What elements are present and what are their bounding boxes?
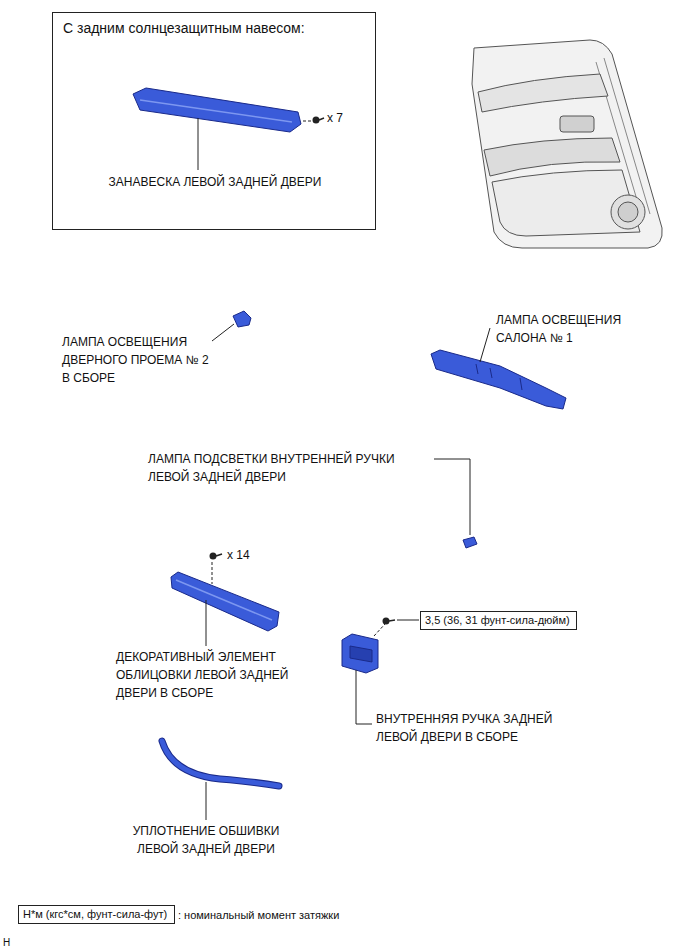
leader-line [434,459,470,535]
quantity-note: x 7 [327,109,343,127]
screw-symbol [383,618,396,625]
part-name: ДЕКОРАТИВНЫЙ ЭЛЕМЕНТ ОБЛИЦОВКИ ЛЕВОЙ ЗАД… [116,648,316,702]
door-panel-outline [472,40,662,248]
leader-line [397,620,419,621]
curtain-part-shape [133,88,301,132]
door-handle-recess [560,116,594,132]
box-text: 3,5 (36, 31 фунт-сила-дюйм) [425,613,572,627]
screw-symbol [313,117,325,124]
screw-symbol [210,553,223,560]
handle-lamp-part [434,459,477,548]
door-panel-drawing [472,40,662,248]
curtain-part-detail [140,100,292,122]
quantity-note: x 14 [227,546,250,564]
curtain-part [133,88,324,170]
leader-line [303,121,312,122]
leader-line [212,562,213,584]
inner-handle-part [342,618,419,725]
leader-line [206,600,207,646]
door-speaker [611,195,645,229]
part-name: ВНУТРЕННЯЯ РУЧКА ЗАДНЕЙ ЛЕВОЙ ДВЕРИ В СБ… [376,710,566,746]
inset-heading: С задним солнцезащитным навесом: [63,19,365,37]
leader-line [374,624,385,636]
leader-line [206,782,207,820]
legend-note: : номинальный момент затяжки [178,907,339,923]
box-text: Н*м (кгс*см, фунт-сила-фут) [23,907,170,921]
part-name: ЛАМПА ОСВЕЩЕНИЯ ДВЕРНОГО ПРОЕМА № 2 В СБ… [62,333,212,387]
torque-legend-box: Н*м (кгс*см, фунт-сила-фут) [18,905,175,924]
figure-code: H [3,934,10,951]
leader-line [480,328,490,362]
part-name: УПЛОТНЕНИЕ ОБШИВКИ ЛЕВОЙ ЗАДНЕЙ ДВЕРИ [116,822,296,858]
door-speaker-inner [618,202,638,222]
courtesy-lamp-part [212,311,251,341]
door-upper-trim [478,74,608,112]
torque-value-box: 3,5 (36, 31 фунт-сила-дюйм) [420,611,577,630]
leader-line [212,324,234,341]
part-name: ЛАМПА ОСВЕЩЕНИЯ САЛОНА № 1 [496,311,646,347]
leader-line [356,670,372,724]
garnish-part [171,553,279,647]
seal-part [162,741,279,820]
part-name: ЗАНАВЕСКА ЛЕВОЙ ЗАДНЕЙ ДВЕРИ [70,173,360,191]
leader-line [198,118,199,170]
part-name: ЛАМПА ПОДСВЕТКИ ВНУТРЕННЕЙ РУЧКИ ЛЕВОЙ З… [148,450,432,486]
